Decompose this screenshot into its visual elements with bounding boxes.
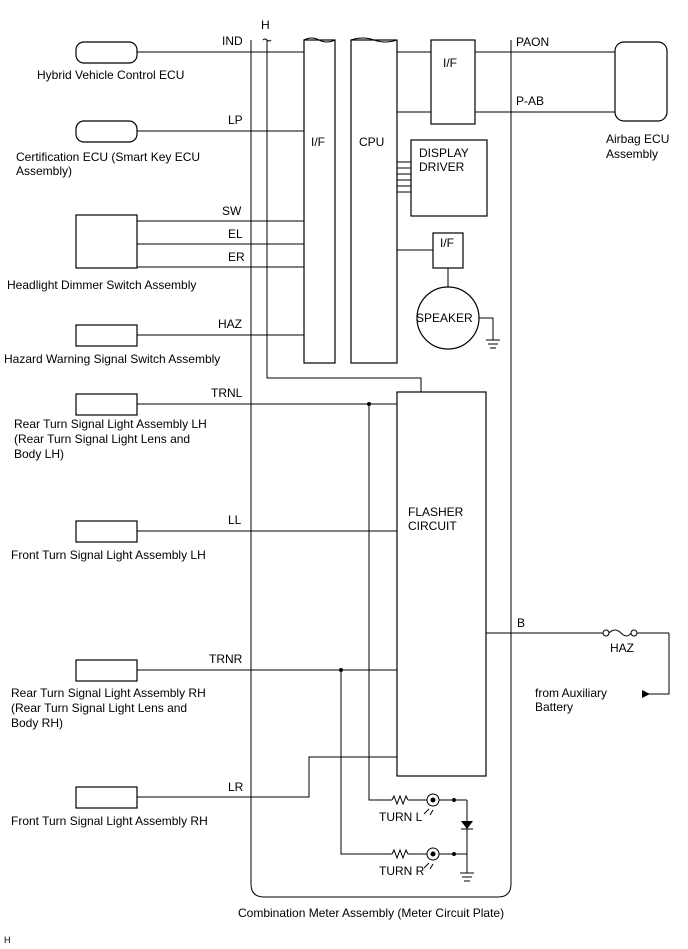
rear-rh-label: Rear Turn Signal Light Assembly RH xyxy=(11,686,206,700)
aux-battery-label: from Auxiliary xyxy=(535,686,607,700)
hazard-switch-box xyxy=(75,324,138,347)
airbag-ecu-label-2: Assembly xyxy=(606,147,658,161)
aux-battery-label-2: Battery xyxy=(535,700,573,714)
dimmer-switch-label: Headlight Dimmer Switch Assembly xyxy=(7,278,196,292)
rear-lh-box xyxy=(75,393,138,416)
combination-meter-outline xyxy=(250,40,512,898)
front-lh-label: Front Turn Signal Light Assembly LH xyxy=(11,548,206,562)
terminal-er: ER xyxy=(228,250,245,264)
fuse-terminal-right xyxy=(630,629,638,637)
cert-ecu-label: Certification ECU (Smart Key ECU xyxy=(16,150,200,164)
hybrid-ecu-box xyxy=(75,41,138,64)
front-rh-box xyxy=(75,786,138,809)
cpu-label: CPU xyxy=(359,135,384,149)
display-driver-label-2: DRIVER xyxy=(419,160,465,174)
terminal-h: H xyxy=(261,18,270,32)
rear-rh-label-2: (Rear Turn Signal Light Lens and xyxy=(11,701,187,715)
display-driver-block xyxy=(410,139,488,217)
cpu-block xyxy=(350,39,398,364)
fuse-label: HAZ xyxy=(610,641,634,655)
hazard-switch-label: Hazard Warning Signal Switch Assembly xyxy=(4,352,220,366)
rear-rh-box xyxy=(75,659,138,682)
battery-arrow xyxy=(642,690,650,698)
dimmer-switch-box xyxy=(75,214,138,269)
terminal-pab: P-AB xyxy=(516,94,544,108)
turn-circuits xyxy=(340,404,474,882)
flasher-circuit-label: FLASHER xyxy=(408,505,464,519)
turn-r-lamp-core xyxy=(430,851,436,857)
turn-l-lamp-core xyxy=(430,797,436,803)
turn-r-label: TURN R xyxy=(379,864,425,878)
if-top-label: I/F xyxy=(443,56,457,70)
if-top-block xyxy=(430,39,476,125)
terminal-paon: PAON xyxy=(516,35,549,49)
airbag-ecu-label: Airbag ECU xyxy=(606,132,669,146)
display-driver-label: DISPLAY xyxy=(419,146,469,160)
left-wires xyxy=(137,51,397,798)
speaker-label: SPEAKER xyxy=(416,311,473,325)
diode-symbol xyxy=(461,821,473,829)
front-rh-label: Front Turn Signal Light Assembly RH xyxy=(11,814,208,828)
fuse-terminal-left xyxy=(602,629,610,637)
terminal-b: B xyxy=(517,616,525,630)
if-speaker-label: I/F xyxy=(440,236,454,250)
junction-dots xyxy=(339,402,456,856)
terminal-ind: IND xyxy=(222,34,243,48)
right-wires xyxy=(397,51,670,695)
lamp-glow-marks xyxy=(423,808,434,870)
terminal-haz: HAZ xyxy=(218,317,242,331)
terminal-el: EL xyxy=(228,227,243,241)
rear-lh-label: Rear Turn Signal Light Assembly LH xyxy=(14,417,207,431)
rear-lh-label-3: Body LH) xyxy=(14,447,64,461)
corner-code: H xyxy=(4,935,11,945)
rear-rh-label-3: Body RH) xyxy=(11,716,63,730)
terminal-sw: SW xyxy=(222,204,242,218)
front-lh-box xyxy=(75,520,138,543)
cert-ecu-label-2: Assembly) xyxy=(16,164,72,178)
flasher-circuit-block xyxy=(396,391,487,777)
terminal-trnr: TRNR xyxy=(209,652,243,666)
rear-lh-label-2: (Rear Turn Signal Light Lens and xyxy=(14,432,190,446)
turn-l-label: TURN L xyxy=(379,810,423,824)
fuse-link xyxy=(608,629,632,637)
cert-ecu-box xyxy=(75,120,138,143)
terminal-lr: LR xyxy=(228,780,244,794)
terminal-ll: LL xyxy=(228,513,242,527)
airbag-ecu-box xyxy=(614,41,668,122)
hybrid-ecu-label: Hybrid Vehicle Control ECU xyxy=(37,68,184,82)
flasher-circuit-label-2: CIRCUIT xyxy=(408,519,457,533)
h-line xyxy=(266,40,422,392)
terminal-trnl: TRNL xyxy=(211,386,243,400)
if-left-label: I/F xyxy=(311,135,325,149)
terminal-lp: LP xyxy=(228,113,243,127)
if-left-block xyxy=(303,39,336,364)
meter-caption: Combination Meter Assembly (Meter Circui… xyxy=(238,906,504,920)
